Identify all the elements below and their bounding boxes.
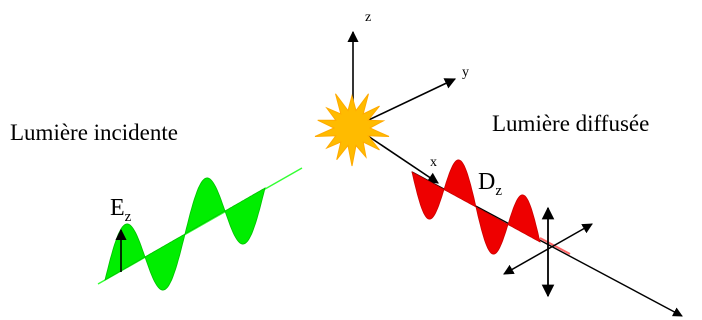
starburst-icon [314,93,390,167]
y-axis [355,78,457,127]
scattered-light-label: Lumière diffusée [492,111,649,136]
z-axis-label: z [365,10,371,25]
y-axis-label: y [462,65,469,80]
e-field-symbol: E [110,195,125,221]
incident-wave [104,177,266,291]
e-field-label: Ez [110,195,132,225]
d-field-subscript: z [495,183,502,199]
x-axis-label: x [430,155,437,170]
incident-light-label: Lumière incidente [10,120,178,145]
e-field-subscript: z [125,209,132,225]
d-field-label: Dz [478,169,502,199]
polarization-horizontal-arrow [503,223,593,275]
d-field-symbol: D [478,169,495,195]
scattered-wave [411,159,541,255]
